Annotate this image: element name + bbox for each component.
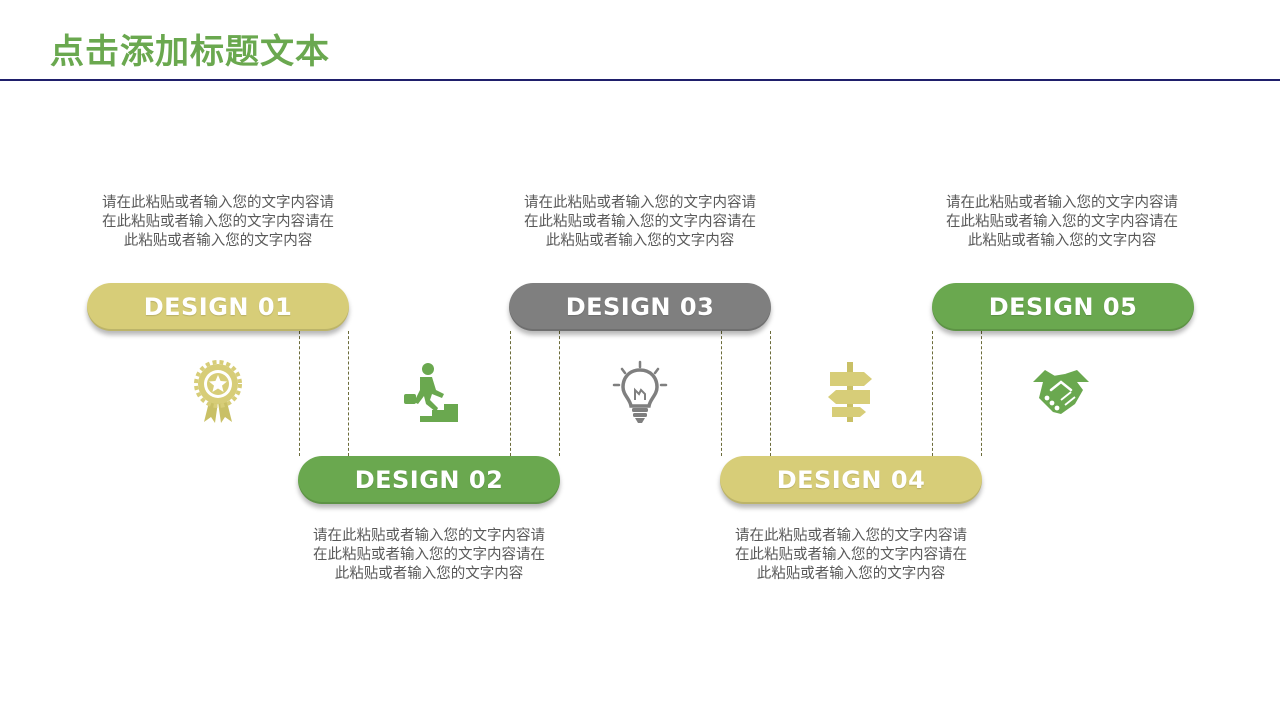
step-5-description: 请在此粘贴或者输入您的文字内容请在此粘贴或者输入您的文字内容请在此粘贴或者输入您… bbox=[946, 195, 1178, 249]
lightbulb-icon bbox=[610, 360, 670, 424]
step-3-description: 请在此粘贴或者输入您的文字内容请在此粘贴或者输入您的文字内容请在此粘贴或者输入您… bbox=[524, 195, 756, 249]
connector-line bbox=[721, 331, 722, 456]
page-title: 点击添加标题文本 bbox=[50, 32, 330, 72]
connector-line bbox=[981, 331, 982, 456]
connector-line bbox=[348, 331, 349, 456]
step-4-description: 请在此粘贴或者输入您的文字内容请在此粘贴或者输入您的文字内容请在此粘贴或者输入您… bbox=[735, 528, 967, 582]
climbing-stairs-icon bbox=[398, 360, 458, 424]
award-ribbon-icon bbox=[188, 360, 248, 424]
step-2-pill[interactable]: DESIGN 02 bbox=[298, 456, 560, 504]
step-4-pill[interactable]: DESIGN 04 bbox=[720, 456, 982, 504]
connector-line bbox=[299, 331, 300, 456]
step-5-pill[interactable]: DESIGN 05 bbox=[932, 283, 1194, 331]
connector-line bbox=[770, 331, 771, 456]
step-3-pill[interactable]: DESIGN 03 bbox=[509, 283, 771, 331]
connector-line bbox=[932, 331, 933, 456]
step-1-pill[interactable]: DESIGN 01 bbox=[87, 283, 349, 331]
connector-line bbox=[559, 331, 560, 456]
step-2-description: 请在此粘贴或者输入您的文字内容请在此粘贴或者输入您的文字内容请在此粘贴或者输入您… bbox=[313, 528, 545, 582]
connector-line bbox=[510, 331, 511, 456]
title-divider bbox=[0, 79, 1280, 81]
handshake-icon bbox=[1031, 360, 1091, 424]
step-1-description: 请在此粘贴或者输入您的文字内容请在此粘贴或者输入您的文字内容请在此粘贴或者输入您… bbox=[102, 195, 334, 249]
signpost-icon bbox=[820, 360, 880, 424]
